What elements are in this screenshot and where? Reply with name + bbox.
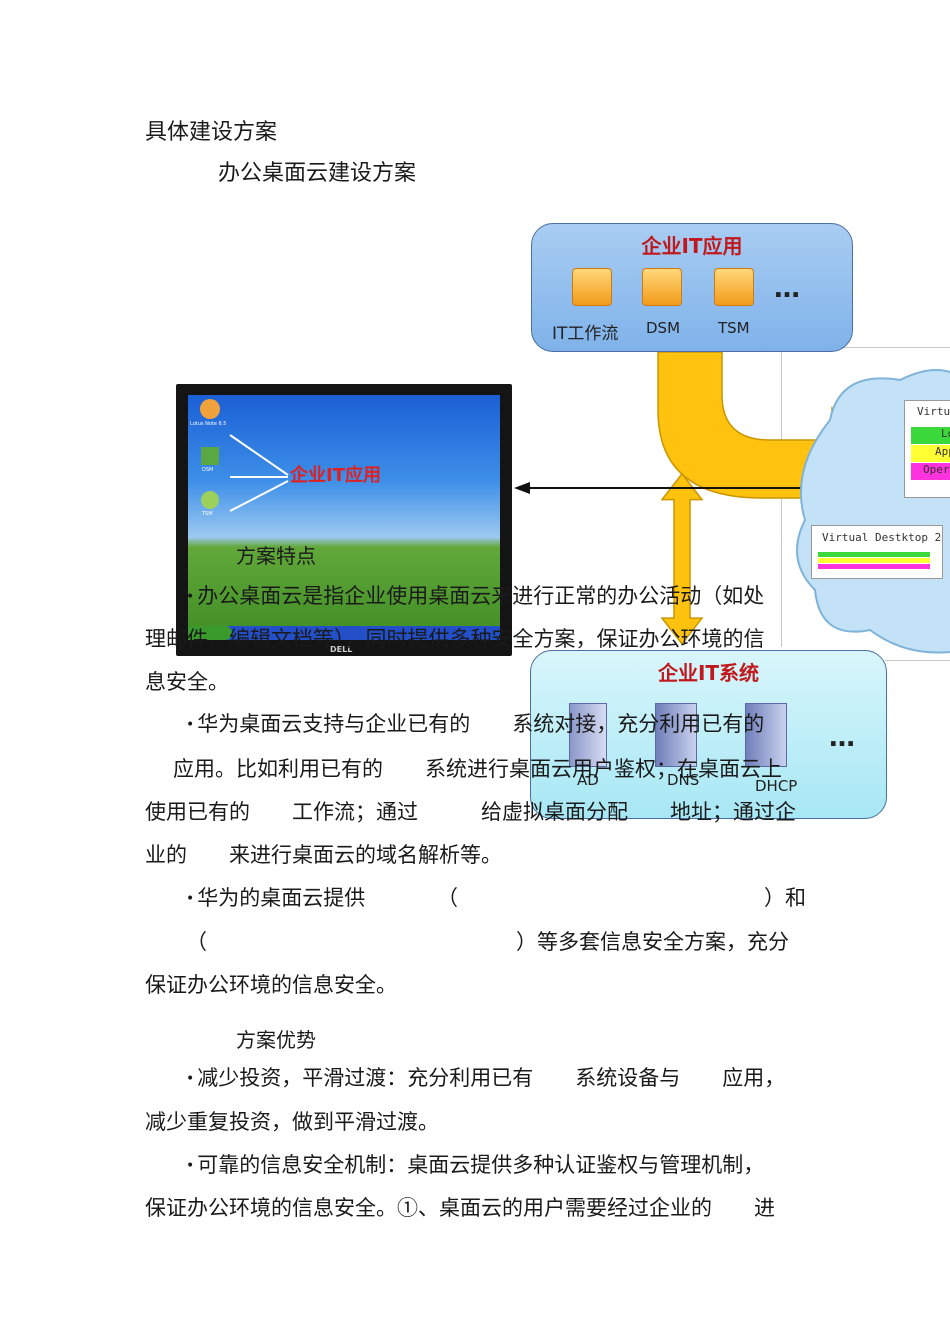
tsm-icon — [201, 491, 219, 509]
features-p3-line3: 保证办公环境的信息安全。 — [145, 973, 397, 997]
page-title: 具体建设方案 — [145, 120, 278, 145]
overlay-label: 企业IT应用 — [290, 465, 381, 486]
lotus-notes-icon — [200, 399, 220, 419]
sys-label-dns: DNS — [667, 771, 700, 789]
folder-icon — [572, 268, 612, 306]
advantages-p1-line1: 减少投资，平滑过渡：充分利用已有 系统设备与 应用， — [186, 1066, 785, 1093]
app-label-workflow: IT工作流 — [552, 324, 619, 344]
features-p2-line4: 业的 来进行桌面云的域名解析等。 — [145, 843, 502, 867]
advantages-p1-line2: 减少重复投资，做到平滑过渡。 — [145, 1110, 439, 1134]
app-label-dsm: DSM — [646, 319, 681, 337]
it-systems-title: 企业IT系统 — [657, 661, 760, 685]
features-p1-line3: 息安全。 — [145, 670, 229, 694]
dsm-icon — [201, 447, 219, 465]
it-apps-title: 企业IT应用 — [641, 234, 743, 258]
features-heading: 方案特点 — [236, 544, 316, 568]
more-ellipsis: … — [829, 723, 855, 753]
sys-label-ad: AD — [577, 771, 599, 789]
icon-label: TSM — [202, 511, 213, 517]
features-p3-line2: ）等多套信息安全方案，充分 — [516, 930, 789, 954]
features-p1-line2: 理邮件、编辑文档等），同时提供多种安全方案，保证办公环境的信 — [145, 627, 765, 651]
advantages-p2-line2: 保证办公环境的信息安全。①、桌面云的用户需要经过企业的 进 — [145, 1196, 775, 1220]
sys-label-dhcp: DHCP — [755, 777, 798, 795]
icon-label: DSM — [202, 467, 214, 473]
features-p1-line1: 办公桌面云是指企业使用桌面云来进行正常的办公活动（如处 — [186, 584, 764, 611]
monitor-brand: DELL — [330, 645, 353, 654]
arrow-head — [514, 482, 530, 494]
app-label-tsm: TSM — [718, 319, 750, 337]
frame-line — [885, 660, 950, 661]
virtual-desktop-1: Virtua Lo App Opera — [904, 400, 950, 498]
features-p3-paren-close: ）和 — [764, 886, 806, 910]
advantages-p2-line1: 可靠的信息安全机制：桌面云提供多种认证鉴权与管理机制， — [186, 1153, 764, 1180]
vd2-row — [818, 552, 930, 557]
vd2-row — [818, 558, 930, 563]
vd1-label: Virtua — [917, 405, 950, 418]
vd2-label: Virtual Destktop 2 — [822, 531, 942, 544]
folder-icon — [714, 268, 754, 306]
vd1-row-text: App — [935, 445, 950, 458]
folder-icon — [642, 268, 682, 306]
advantages-heading: 方案优势 — [236, 1028, 316, 1052]
vd1-row: App — [911, 445, 950, 462]
frame-line — [781, 347, 950, 348]
taskbar — [188, 626, 500, 640]
vd1-row: Opera — [911, 463, 950, 480]
start-button — [188, 626, 232, 640]
features-p2-line1: 华为桌面云支持与企业已有的 系统对接，充分利用已有的 — [186, 712, 764, 739]
pointer-arrows — [229, 434, 289, 512]
vd1-row-text: Opera — [923, 463, 950, 476]
vd1-row: Lo — [911, 427, 950, 444]
vd2-row — [818, 564, 930, 569]
virtual-desktop-2: Virtual Destktop 2 — [811, 525, 943, 579]
features-p3-line1: 华为的桌面云提供 — [186, 886, 365, 913]
page-subtitle: 办公桌面云建设方案 — [218, 161, 417, 186]
more-ellipsis: … — [774, 274, 800, 304]
features-p2-line2: 应用。比如利用已有的 系统进行桌面云用户鉴权；在桌面云上 — [173, 757, 782, 781]
double-arrow — [660, 472, 704, 646]
features-p2-line3: 使用已有的 工作流；通过 给虚拟桌面分配 地址；通过企 — [145, 800, 796, 824]
features-p3-paren-open: （ — [437, 886, 458, 910]
icon-label: Lotus Note 6.5 — [190, 421, 227, 427]
features-p3-line2-open: （ — [186, 930, 207, 954]
vd1-row-text: Lo — [941, 427, 950, 440]
it-apps-box: 企业IT应用 IT工作流 DSM TSM … — [531, 223, 853, 352]
